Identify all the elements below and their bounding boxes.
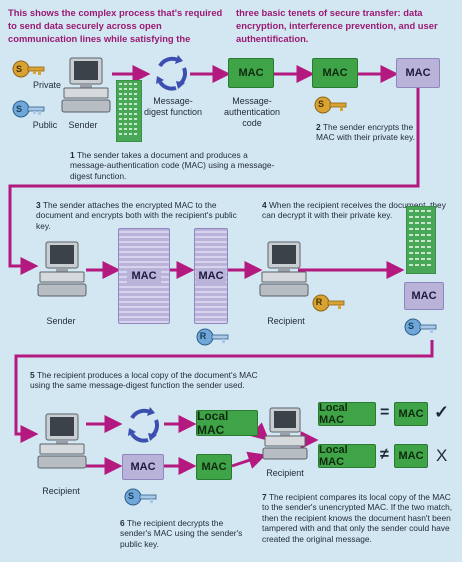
document-with-mac: MAC [118,228,170,324]
header-left-text: This shows the complex process that's re… [8,7,223,44]
step-2-number: 2 [316,122,321,132]
recipient-private-key-icon [312,294,345,312]
local-mac-box: Local MAC [196,409,258,437]
step-6-body: The recipient decrypts the sender's MAC … [120,518,243,549]
step-4-text: 4 When the recipient receives the docume… [262,200,458,221]
mac-code-label: Message-authentication code [223,96,281,128]
step-3-body: The sender attaches the encrypted MAC to… [36,200,237,231]
local-mac-compare-2: Local MAC [318,444,376,468]
sender-private-key-letter: S [317,99,324,109]
document-icon-row1 [116,80,142,142]
recipient-public-key-letter: R [199,331,207,341]
sender-private-key-icon [314,96,347,114]
private-key-letter: S [15,64,22,74]
recipient-label-row2: Recipient [267,316,305,326]
private-label: Private [32,80,61,90]
checkmark-icon: ✓ [434,402,450,422]
step-6-text: 6 The recipient decrypts the sender's MA… [120,518,250,549]
recipient-public-key-icon [196,328,229,346]
sender-public-key-letter-row3: S [127,491,134,501]
sender-public-key-icon-row2 [404,318,437,336]
cross-icon: X [436,446,448,465]
encrypted-document: MAC [194,228,228,324]
step-3-number: 3 [36,200,41,210]
step-2-text: 2 The sender encrypts the MAC with their… [316,122,416,143]
not-equals-sign: ≠ [380,446,389,463]
step-4-number: 4 [262,200,267,210]
step-2-body: The sender encrypts the MAC with their p… [316,122,415,143]
step-1-text: 1 The sender takes a document and produc… [70,150,280,181]
step-3-text: 3 The sender attaches the encrypted MAC … [36,200,246,231]
step-5-text: 5 The recipient produces a local copy of… [30,370,260,391]
sender-label-row1: Sender [68,120,98,130]
mac-code-box: MAC [228,58,274,88]
digest-function-label: Message-digest function [143,96,203,117]
public-key-icon [12,100,45,118]
step-1-number: 1 [70,150,75,160]
recipient-private-key-letter: R [315,297,323,307]
recipient-computer-icon-mid [262,407,308,460]
step-4-body: When the recipient receives the document… [262,200,446,221]
local-mac-compare-1: Local MAC [318,402,376,426]
step-7-text: 7 The recipient compares its local copy … [262,492,458,544]
step-6-number: 6 [120,518,125,528]
step-5-number: 5 [30,370,35,380]
public-label: Public [32,120,58,130]
decrypted-document-icon [406,206,436,274]
step-1-body: The sender takes a document and produces… [70,150,275,181]
message-digest-icon [156,55,188,91]
mac-encrypted-box: MAC [396,58,440,88]
sender-computer-icon-row2 [37,241,87,297]
arrow-row1-to-row2 [8,88,420,275]
step-7-body: The recipient compares its local copy of… [262,492,453,544]
mac-encrypt-box: MAC [312,58,358,88]
sender-label-row2: Sender [46,316,76,326]
document-mac-label: MAC [127,268,161,284]
encrypted-mac-label: MAC [196,268,226,284]
mac-compare-2: MAC [394,444,428,468]
equals-sign: = [380,404,390,421]
mac-lavender-row3: MAC [122,454,164,480]
step-5-body: The recipient produces a local copy of t… [30,370,258,391]
private-key-icon [12,60,45,78]
mac-compare-1: MAC [394,402,428,426]
step-7-number: 7 [262,492,267,502]
public-key-letter: S [15,104,22,114]
arrow-decrypted-to-recipient [231,451,267,469]
recipient-computer-icon-left [37,413,87,469]
sender-public-key-icon-row3 [124,488,157,506]
recipient-label-mid: Recipient [266,468,304,478]
sender-computer-icon [61,57,111,113]
header-right-text: three basic tenets of secure transfer: d… [236,7,438,44]
message-digest-icon-row3 [128,407,160,443]
mac-decrypted-row3: MAC [196,454,232,480]
decrypted-mac-box: MAC [404,282,444,310]
sender-public-key-letter-row2: S [407,321,414,331]
arrow-row2-to-row3 [14,340,434,443]
recipient-computer-icon-row2 [259,241,309,297]
recipient-label-left: Recipient [42,486,80,496]
